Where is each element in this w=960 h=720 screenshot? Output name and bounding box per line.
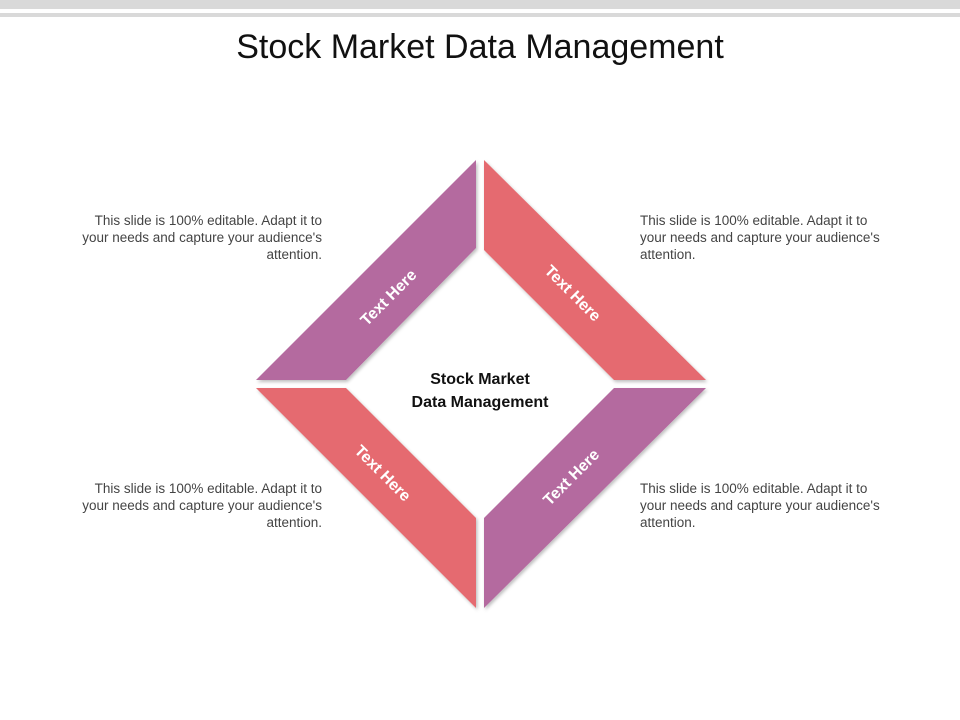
description-bottom-left: This slide is 100% editable. Adapt it to…: [82, 481, 322, 530]
center-label-line2: Data Management: [411, 394, 549, 411]
segment-bottom-left: [256, 388, 476, 608]
segment-top-left: [256, 160, 476, 380]
header-rule: [0, 13, 960, 17]
center-label: Stock Market Data Management: [380, 368, 580, 414]
center-label-line1: Stock Market: [430, 371, 530, 388]
segment-top-right: [484, 160, 706, 380]
segment-bottom-right: [484, 388, 706, 608]
description-bottom-right: This slide is 100% editable. Adapt it to…: [640, 481, 880, 530]
description-top-right: This slide is 100% editable. Adapt it to…: [640, 213, 880, 262]
header-bar: [0, 0, 960, 9]
slide-title: Stock Market Data Management: [236, 28, 724, 66]
description-top-left: This slide is 100% editable. Adapt it to…: [82, 213, 322, 262]
